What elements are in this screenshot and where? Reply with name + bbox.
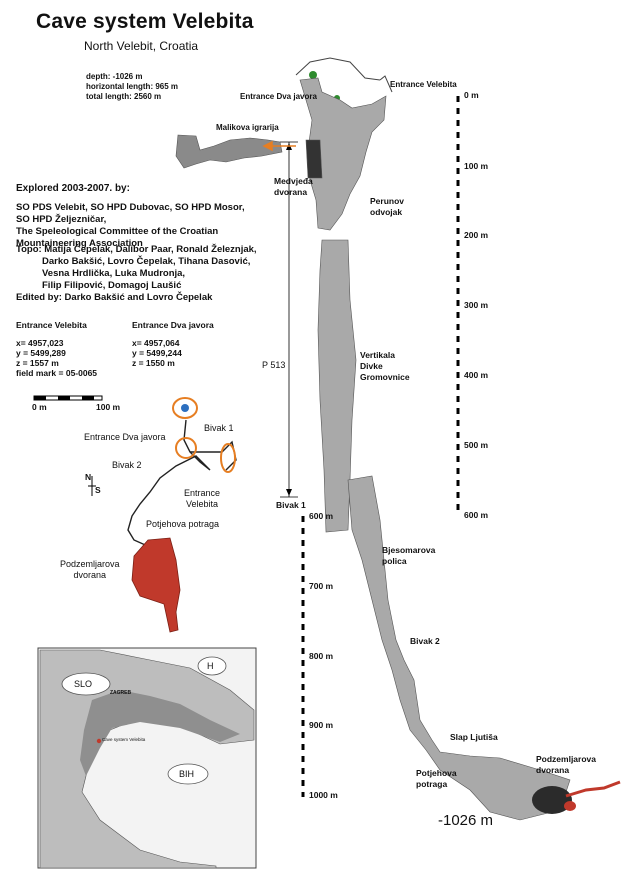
stat-total-length: total length: 2560 m <box>86 92 162 101</box>
edited-by: Edited by: Darko Bakšić and Lovro Čepela… <box>16 292 213 303</box>
inset-map <box>37 647 257 869</box>
profile-label-slap: Slap Ljutiša <box>450 732 498 742</box>
depth-tick: 900 m <box>309 720 334 730</box>
depth-tick: 200 m <box>464 230 489 240</box>
plan-label-entrance-velebita: Entrance Velebita <box>184 488 221 509</box>
terminal-sump <box>532 780 621 814</box>
north-label: N <box>85 472 92 482</box>
north-arrow-icon <box>88 476 96 496</box>
topo-line: Darko Bakšić, Lovro Čepelak, Tihana Daso… <box>42 256 251 267</box>
south-label: S <box>95 485 101 495</box>
profile-label-p513: P 513 <box>262 360 286 370</box>
cave-profile-passage <box>175 77 571 821</box>
map-label-slo: SLO <box>74 679 93 689</box>
topo-line: Vesna Hrdlička, Luka Mudronja, <box>42 268 186 279</box>
topo-line: Topo: Matija Čepelak, Dalibor Paar, Rona… <box>16 244 257 255</box>
depth-tick: 600 m <box>309 511 334 521</box>
topo-line: Filip Filipović, Domagoj Laušić <box>42 280 182 291</box>
profile-label-medvjeda: Medvjeđa dvorana <box>274 176 313 197</box>
stat-depth: depth: -1026 m <box>86 72 143 81</box>
entrance-arrow-icon <box>262 140 296 152</box>
plan-scale-end: 100 m <box>96 402 121 412</box>
map-label-zagreb: ZAGREB <box>110 690 132 696</box>
depth-tick: 400 m <box>464 370 489 380</box>
coord-x: x= 4957,064 <box>132 338 180 348</box>
entrance-velebita-coords: Entrance Velebita x= 4957,023 y = 5499,2… <box>16 320 97 378</box>
depth-tick: 100 m <box>464 161 489 171</box>
clubs-line: SO PDS Velebit, SO HPD Dubovac, SO HPD M… <box>16 202 245 213</box>
plan-entrance-marker <box>172 397 236 473</box>
profile-label-vertikala: Vertikala Divke Gromovnice <box>360 350 410 382</box>
plan-label-bivak1: Bivak 1 <box>204 423 234 433</box>
profile-label-malikova: Malikova igrarija <box>216 123 279 132</box>
map-label-cave: Cave system Velebita <box>102 737 146 742</box>
coord-y: y = 5499,244 <box>132 348 182 358</box>
field-mark: field mark = 05-0065 <box>16 368 98 378</box>
page-title: Cave system Velebita <box>36 10 254 33</box>
p513-dimension-line <box>280 141 298 498</box>
depth-tick: 800 m <box>309 651 334 661</box>
plan-label-bivak2: Bivak 2 <box>112 460 142 470</box>
profile-label-entrance-dva-javora: Entrance Dva javora <box>240 92 317 101</box>
stat-horizontal-length: horizontal length: 965 m <box>86 82 179 91</box>
plan-chamber <box>131 537 181 633</box>
coord-y: y = 5499,289 <box>16 348 66 358</box>
profile-label-bivak1: Bivak 1 <box>276 500 306 510</box>
profile-label-bjesomarova: Bjesomarova polica <box>382 545 436 566</box>
clubs-line: Mountaineering Association <box>16 238 143 249</box>
profile-label-final-depth: -1026 m <box>438 812 494 829</box>
profile-label-potjehova: Potjehova potraga <box>416 768 457 789</box>
coord-z: z = 1557 m <box>16 358 59 368</box>
depth-tick: 0 m <box>464 90 479 100</box>
plan-scale-start: 0 m <box>32 402 47 412</box>
profile-label-entrance-velebita: Entrance Velebita <box>390 80 457 89</box>
plan-scale-bar <box>33 395 103 401</box>
page-subtitle: North Velebit, Croatia <box>84 39 199 53</box>
topo-credits: Topo: Matija Čepelak, Dalibor Paar, Rona… <box>16 244 266 292</box>
cave-stats: depth: -1026 m horizontal length: 965 m … <box>86 72 178 102</box>
coord-z: z = 1550 m <box>132 358 175 368</box>
profile-label-podzemljarova: Podzemljarova dvorana <box>536 754 596 775</box>
depth-tick: 500 m <box>464 440 489 450</box>
depth-tick: 1000 m <box>309 790 338 800</box>
explored-heading: Explored 2003-2007. by: <box>16 183 130 194</box>
map-label-bih: BIH <box>179 769 195 779</box>
clubs-line: SO HPD Željezničar, <box>16 214 107 225</box>
plan-label-podzemljarova: Podzemljarova dvorana <box>60 559 120 580</box>
clubs-line: The Speleological Committee of the Croat… <box>16 226 219 237</box>
entrance-dva-javora-name: Entrance Dva javora <box>132 320 214 330</box>
depth-tick: 600 m <box>464 510 489 520</box>
depth-tick: 700 m <box>309 581 334 591</box>
plan-label-potjehova: Potjehova potraga <box>146 519 220 529</box>
profile-label-perunov: Perunov odvojak <box>370 196 405 217</box>
plan-label-entrance-dva-javora: Entrance Dva javora <box>84 432 166 442</box>
map-label-h: H <box>207 661 214 671</box>
profile-label-bivak2: Bivak 2 <box>410 636 440 646</box>
entrance-dva-javora-coords: Entrance Dva javora x= 4957,064 y = 5499… <box>132 320 214 368</box>
coord-x: x= 4957,023 <box>16 338 64 348</box>
profile-surface <box>295 57 393 93</box>
depth-tick: 300 m <box>464 300 489 310</box>
explorer-clubs: SO PDS Velebit, SO HPD Dubovac, SO HPD M… <box>16 202 245 250</box>
entrance-velebita-name: Entrance Velebita <box>16 320 87 330</box>
